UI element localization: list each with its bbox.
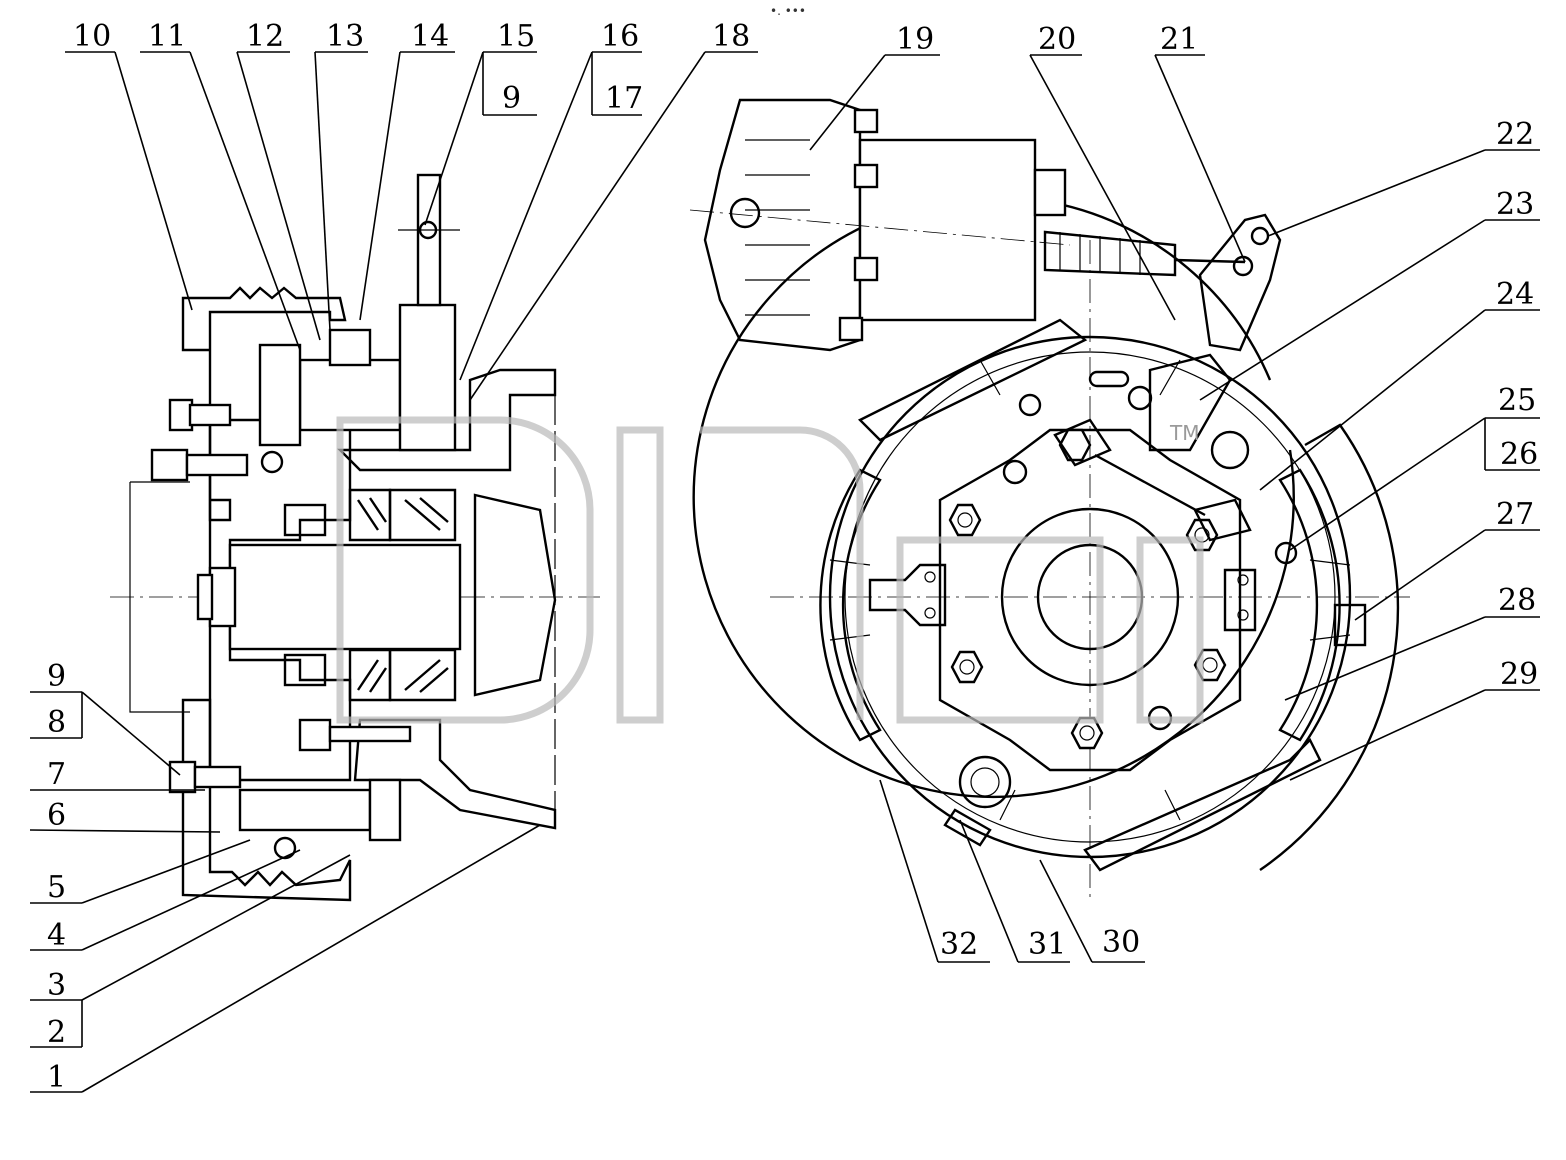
callout-16: 16 <box>601 19 639 54</box>
callout-10: 10 <box>73 19 111 54</box>
callout-11: 11 <box>148 19 186 54</box>
callout-14: 14 <box>411 19 449 54</box>
callout-left-1: 1 <box>47 1060 66 1095</box>
callout-12: 12 <box>246 19 284 54</box>
callout-left-2: 2 <box>47 1015 66 1050</box>
callout-31: 31 <box>1028 927 1066 962</box>
callout-left-9: 9 <box>47 659 66 694</box>
callout-13: 13 <box>326 19 364 54</box>
leader-lines <box>29 51 1540 1093</box>
brake-front-view <box>689 98 1410 900</box>
callout-16-sub-17: 17 <box>605 81 643 116</box>
callout-left-5: 5 <box>47 870 66 905</box>
callout-15: 15 <box>497 19 535 54</box>
callout-left-4: 4 <box>47 918 66 953</box>
hub-section-view <box>110 173 600 902</box>
callout-18: 18 <box>712 19 750 54</box>
header-mark: •. ••• <box>770 4 806 18</box>
callout-left-7: 7 <box>47 757 66 792</box>
callout-23: 23 <box>1496 187 1534 222</box>
watermark: TM <box>336 416 1204 724</box>
callout-15-sub-9: 9 <box>502 81 521 116</box>
watermark-tm: TM <box>1169 421 1199 445</box>
callout-21: 21 <box>1160 22 1198 57</box>
callout-30: 30 <box>1102 925 1140 960</box>
callout-32: 32 <box>940 927 978 962</box>
callout-27: 27 <box>1496 497 1534 532</box>
wheel-nut-group <box>948 428 1227 750</box>
callout-29: 29 <box>1500 657 1538 692</box>
callout-22: 22 <box>1496 117 1534 152</box>
callout-20: 20 <box>1038 22 1076 57</box>
callout-labels: 10 11 12 13 14 15 9 16 17 18 9 8 7 6 5 4… <box>47 19 1538 1095</box>
callout-19: 19 <box>896 22 934 57</box>
callout-left-3: 3 <box>47 968 66 1003</box>
callout-26: 26 <box>1500 437 1538 472</box>
callout-28: 28 <box>1498 583 1536 618</box>
callout-left-8: 8 <box>47 705 66 740</box>
callout-25: 25 <box>1498 383 1536 418</box>
callout-left-6: 6 <box>47 798 66 833</box>
callout-24: 24 <box>1496 277 1534 312</box>
